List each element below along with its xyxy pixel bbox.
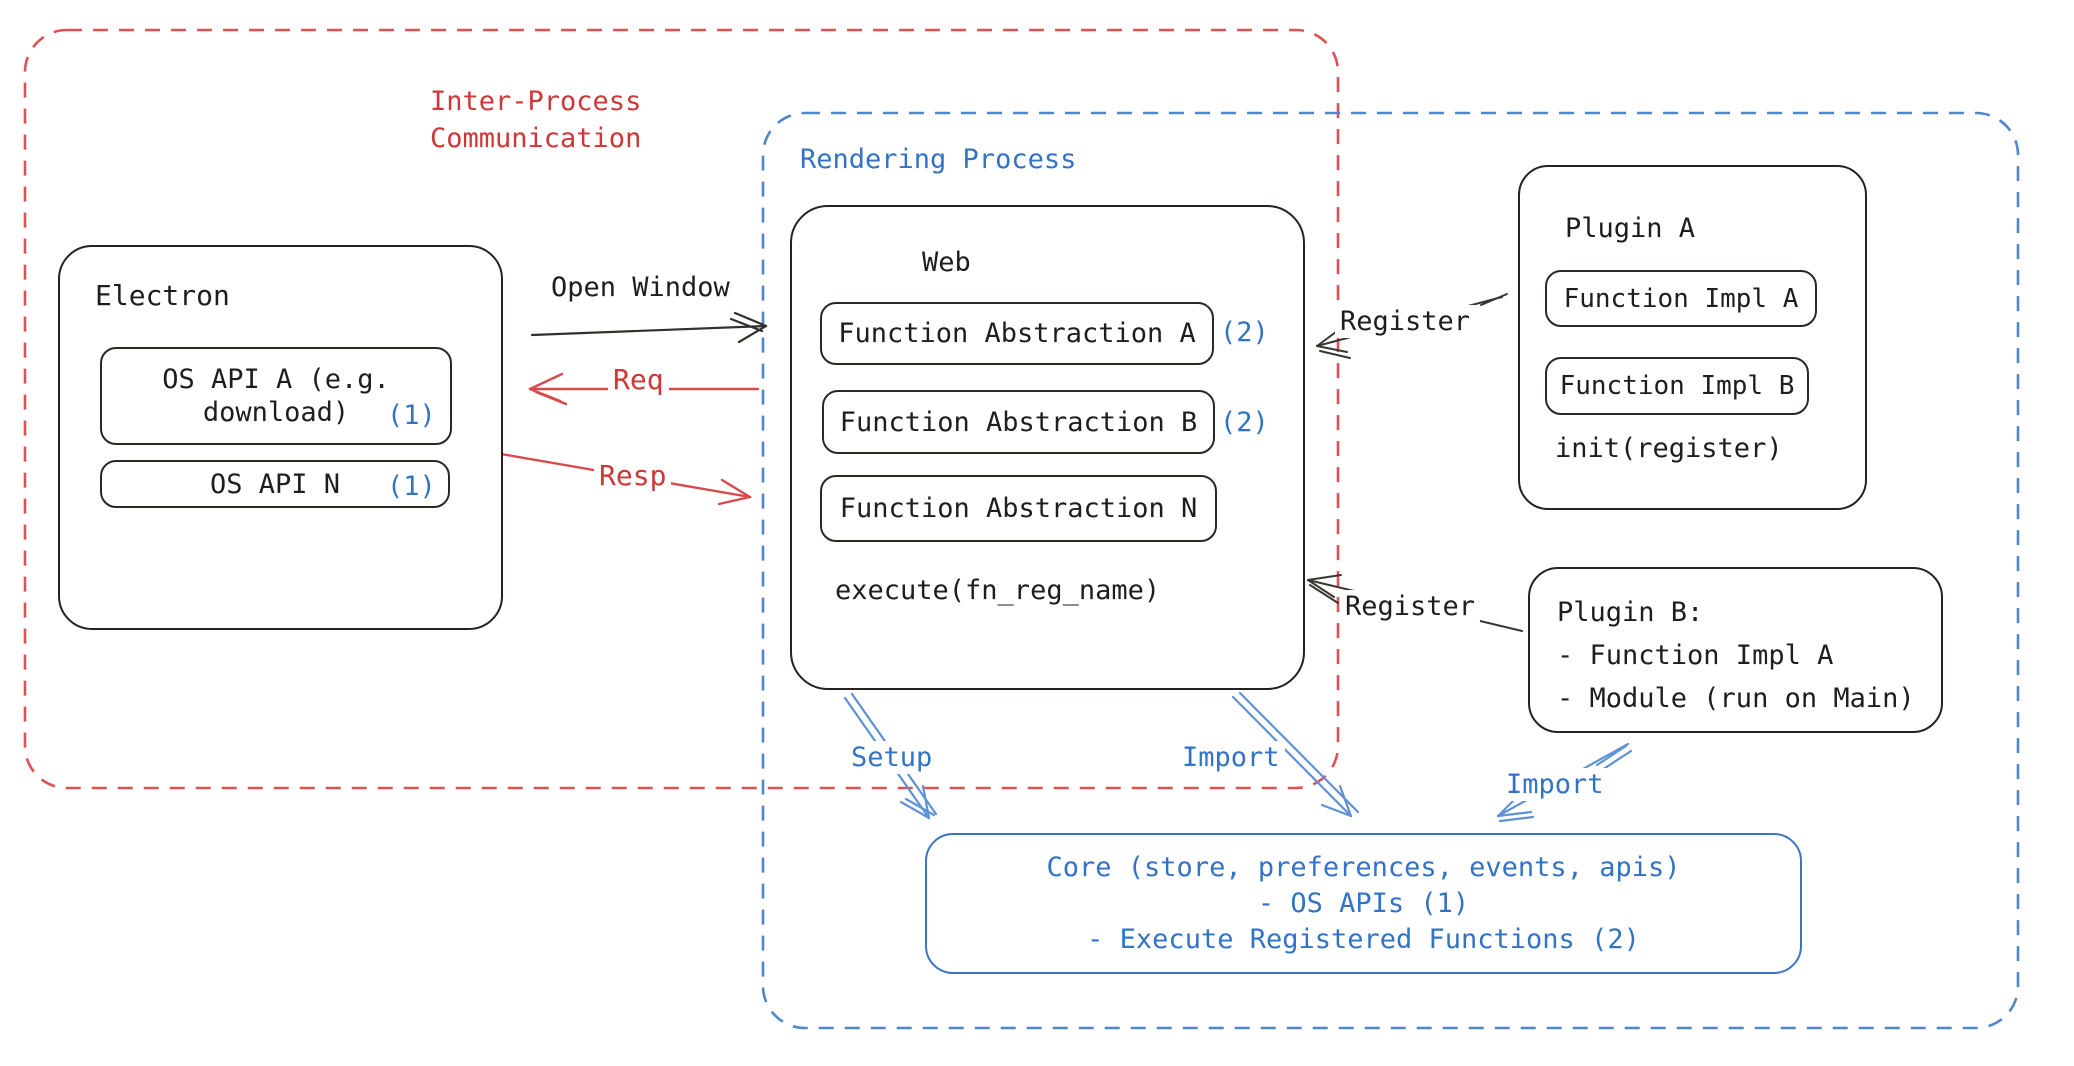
ipc-title-line2: Communication — [430, 123, 642, 154]
web-box: Web Function Abstraction A (2) Function … — [790, 205, 1305, 690]
plugin-b-item-1: - Function Impl A — [1557, 640, 1834, 671]
function-impl-b-label: Function Impl B — [1559, 371, 1795, 401]
electron-title: Electron — [95, 279, 230, 312]
ipc-title: Inter-Process Communication — [425, 82, 647, 158]
web-title: Web — [922, 247, 971, 278]
fa-a-badge: (2) — [1220, 317, 1269, 348]
function-abstraction-a-label: Function Abstraction A — [838, 318, 1196, 349]
function-abstraction-b-label: Function Abstraction B — [839, 406, 1198, 438]
plugin-a-box: Plugin A Function Impl A Function Impl B… — [1518, 165, 1867, 510]
open-window-arrow — [530, 311, 768, 344]
core-line1: Core (store, preferences, events, apis) — [1046, 851, 1681, 883]
ipc-boundary — [23, 28, 1340, 790]
os-api-n-box: OS API N (1) — [100, 460, 450, 508]
function-impl-a-box: Function Impl A — [1545, 270, 1817, 327]
rendering-process-boundary — [761, 111, 2020, 1030]
function-abstraction-a-box: Function Abstraction A — [820, 302, 1214, 365]
import-mid-arrow — [1231, 691, 1360, 818]
core-line3: - Execute Registered Functions (2) — [1087, 923, 1640, 955]
register-top-label: Register — [1335, 305, 1476, 338]
os-api-n-badge: (1) — [387, 471, 436, 502]
register-bottom-label: Register — [1340, 590, 1481, 623]
function-abstraction-b-box: Function Abstraction B — [822, 390, 1215, 454]
execute-label: execute(fn_reg_name) — [835, 575, 1161, 606]
req-label: Req — [608, 363, 669, 396]
core-box: Core (store, preferences, events, apis) … — [925, 833, 1802, 974]
plugin-b-title: Plugin B: — [1557, 597, 1704, 628]
os-api-a-box: OS API A (e.g. download) (1) — [100, 347, 452, 445]
plugin-b-text: Plugin B: - Function Impl A - Module (ru… — [1557, 591, 1915, 720]
fa-b-badge: (2) — [1220, 407, 1269, 438]
plugin-b-box: Plugin B: - Function Impl A - Module (ru… — [1528, 567, 1943, 733]
init-register-label: init(register) — [1555, 433, 1783, 464]
core-line2: - OS APIs (1) — [1257, 887, 1470, 919]
rendering-process-title: Rendering Process — [795, 143, 1082, 176]
function-abstraction-n-label: Function Abstraction N — [839, 493, 1198, 524]
open-window-label: Open Window — [546, 271, 735, 304]
electron-box: Electron OS API A (e.g. download) (1) OS… — [58, 245, 503, 630]
os-api-a-badge: (1) — [387, 400, 436, 431]
plugin-a-title: Plugin A — [1565, 213, 1696, 244]
function-impl-a-label: Function Impl A — [1563, 283, 1799, 314]
setup-label: Setup — [846, 741, 938, 774]
import-mid-label: Import — [1177, 741, 1285, 774]
function-abstraction-n-box: Function Abstraction N — [820, 475, 1217, 542]
function-impl-b-box: Function Impl B — [1545, 357, 1809, 415]
resp-label: Resp — [594, 459, 672, 492]
os-api-a-label-line2: download) — [202, 397, 350, 428]
ipc-title-line1: Inter-Process — [430, 86, 642, 117]
plugin-b-item-2: - Module (run on Main) — [1557, 683, 1915, 714]
os-api-n-label: OS API N — [209, 468, 341, 500]
import-right-label: Import — [1501, 768, 1609, 801]
os-api-a-label-line1: OS API A (e.g. — [162, 364, 390, 395]
